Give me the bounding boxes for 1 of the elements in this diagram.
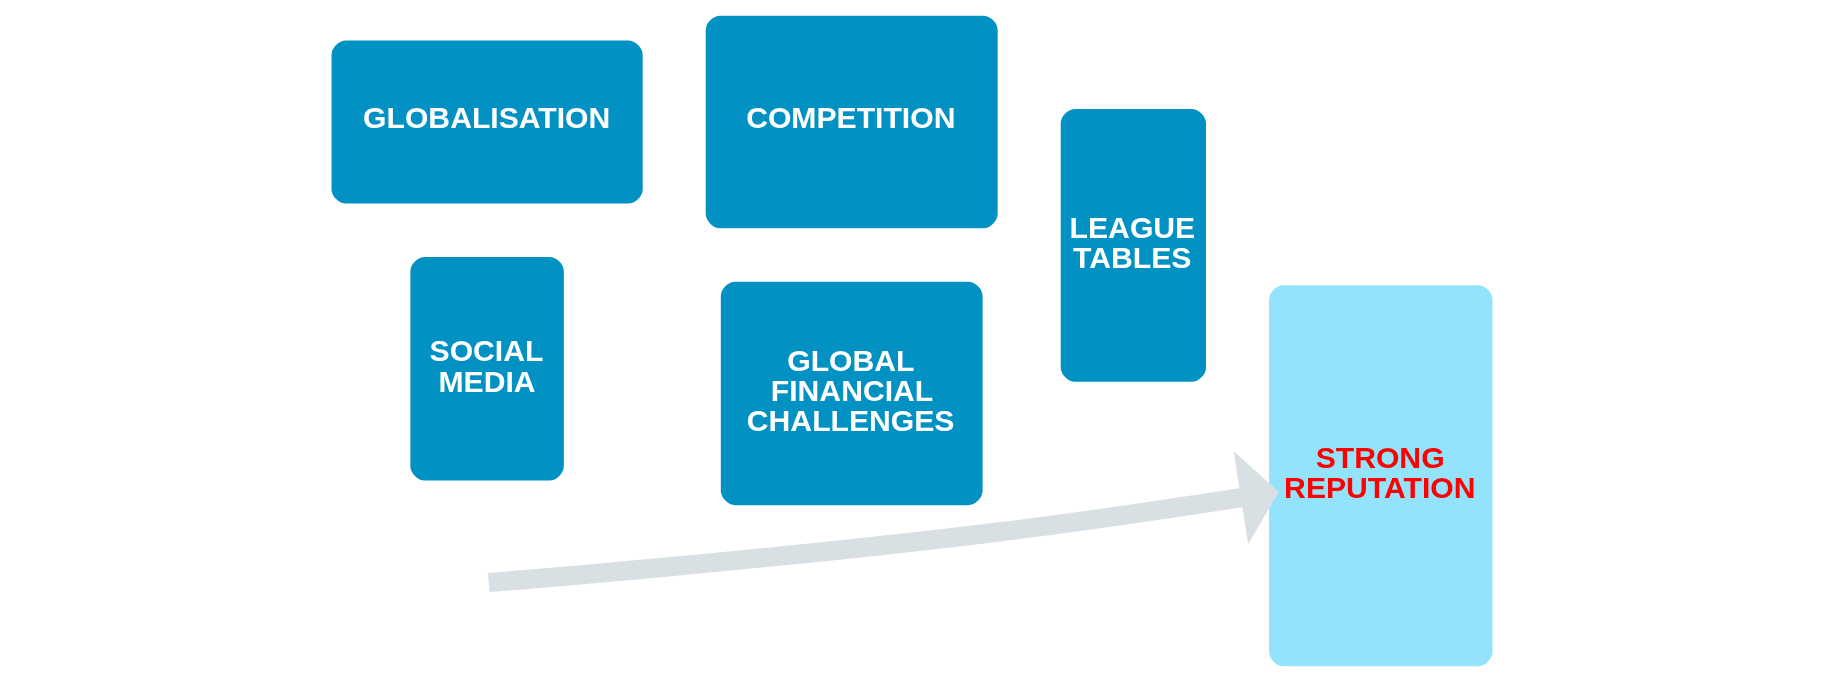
arrow <box>487 451 1279 593</box>
